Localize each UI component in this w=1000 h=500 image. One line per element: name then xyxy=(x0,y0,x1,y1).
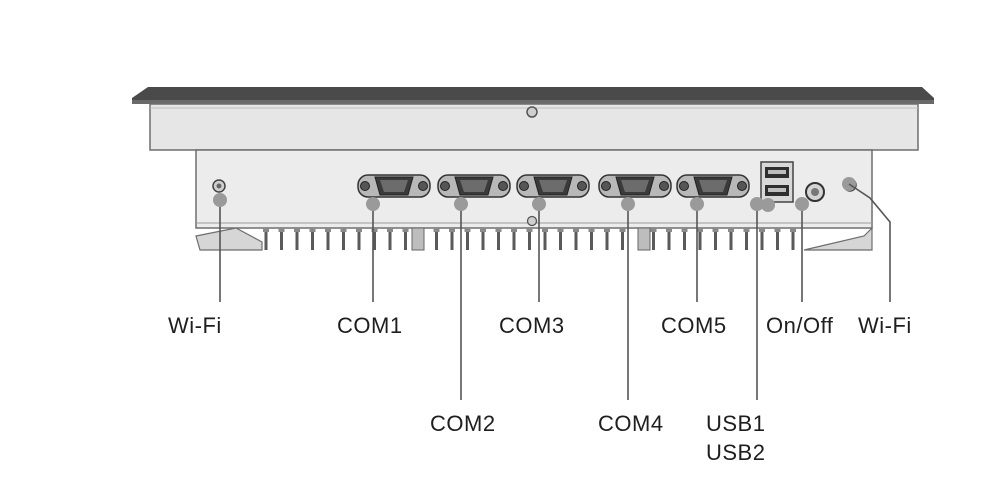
com-port-4-icon xyxy=(598,174,672,198)
label-com4: COM4 xyxy=(598,411,664,436)
com-port-3-icon xyxy=(516,174,590,198)
label-com5: COM5 xyxy=(661,313,727,338)
label-com1: COM1 xyxy=(337,313,403,338)
mounting-brackets xyxy=(195,226,873,251)
callout-wifi-left xyxy=(213,193,227,302)
label-wifi-left: Wi-Fi xyxy=(168,313,222,338)
callout-usb-link xyxy=(761,198,775,212)
top-screw-icon xyxy=(526,106,538,118)
usb-ports-icon xyxy=(760,161,794,203)
callout-com3 xyxy=(532,197,546,302)
callout-com4 xyxy=(621,197,635,400)
callout-com1 xyxy=(366,197,380,302)
wifi-connector-left-icon xyxy=(212,179,226,193)
com-ports xyxy=(357,174,750,198)
callout-usb xyxy=(750,197,764,400)
label-wifi-right: Wi-Fi xyxy=(858,313,912,338)
com-port-1-icon xyxy=(357,174,431,198)
label-usb2: USB2 xyxy=(706,440,766,465)
label-com2: COM2 xyxy=(430,411,496,436)
callout-com2 xyxy=(454,197,468,400)
callout-com5 xyxy=(690,197,704,302)
power-button-icon xyxy=(805,182,825,202)
callout-on-off xyxy=(795,197,809,302)
device-frame xyxy=(149,103,919,151)
com-port-5-icon xyxy=(676,174,750,198)
bottom-screw-icon xyxy=(526,215,538,227)
com-port-2-icon xyxy=(437,174,511,198)
device-top-bezel xyxy=(132,87,934,104)
heat-sink-fins xyxy=(263,227,796,251)
callout-wifi-right xyxy=(842,177,891,302)
label-com3: COM3 xyxy=(499,313,565,338)
label-usb1: USB1 xyxy=(706,411,766,436)
label-on-off: On/Off xyxy=(766,313,834,338)
callout-lines xyxy=(213,177,891,400)
